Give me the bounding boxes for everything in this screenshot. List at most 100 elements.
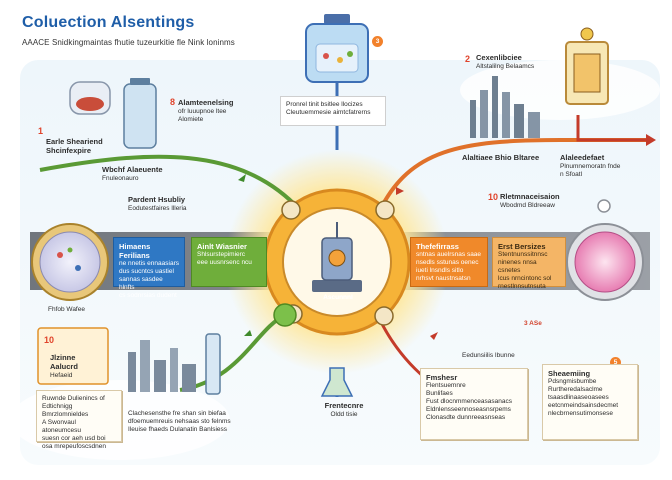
- top-jar-dot-3: [347, 51, 353, 57]
- top-jar-dot-1: [323, 53, 329, 59]
- gear-top-left: [281, 200, 301, 220]
- label-right-upper-note: Alaleedefaet Plnumnemoratn fnde n Sfoatl: [560, 154, 640, 179]
- label-left-lower-card-line1: Hefaeid: [50, 372, 73, 379]
- card-bottom-right-line4: Fust dlocnmmenceasasanacs: [426, 398, 512, 405]
- left-dish: [39, 231, 101, 293]
- label-right-upper-caption: Alaltiaee Bhio Bltaree: [462, 154, 552, 163]
- flow-path-green-upper: [39, 154, 302, 212]
- arrow-green-1: [238, 174, 246, 182]
- card-orange: Thefefirrass sntnas auelrsnas saae nsedl…: [410, 237, 488, 287]
- center-device-base: [312, 280, 362, 292]
- card-green-line2: eee uusnrsenc ncu: [197, 259, 252, 266]
- top-jar-dot-2: [337, 57, 343, 63]
- flow-path-green-lower: [179, 313, 286, 392]
- card-green: Ainlt Wiasnier Shlsurstepimierc eee uusn…: [191, 237, 267, 287]
- step-number-1: 1: [38, 126, 44, 136]
- green-node: [273, 303, 297, 327]
- card-bottom-right-line3: Bunlifaes: [426, 390, 453, 397]
- left-dish-dot-1: [57, 252, 63, 258]
- label-top-right-title-heading: Cexenlibciee: [476, 53, 522, 62]
- flask-bottom-center: [320, 367, 354, 397]
- label-bottom-center: Frentecnre Oldd tisie: [314, 402, 374, 419]
- card-blue-heading: Himaens Ferilians: [119, 242, 151, 260]
- skyline-top-right: [470, 76, 540, 138]
- card-blue-line1: ne nnetis ennaasiars: [119, 260, 179, 267]
- label-left-mid-title-line1: Fnuleonauro: [102, 175, 139, 182]
- card-left-bottom: Ruwnde Dulienincs of Edtichnigg Bmrzlomn…: [36, 390, 122, 450]
- label-top-left-note-line1: ofr luuupnoe ltee: [178, 108, 227, 115]
- label-top-left-caption-heading: Earle Sheariend: [46, 137, 103, 146]
- card-tan-line3: lcus nrncintonc sol: [498, 275, 552, 282]
- card-tan-line2: ninenes nnsa csnetes: [498, 259, 537, 274]
- card-far-right-line5: nlecbrnensutimonsese: [548, 410, 614, 417]
- label-right-mid-title: Rletmnaceisaion Wbodmd Bldreeaw: [500, 193, 590, 210]
- step-badge-3: 3: [372, 36, 383, 47]
- label-top-right-title-line1: Altstalilng Belaamcs: [476, 63, 535, 70]
- card-green-heading: Ainlt Wiasnier: [197, 242, 247, 251]
- card-green-line1: Shlsurstepimierc: [197, 251, 246, 258]
- flow-path-orange-right: [378, 138, 650, 211]
- jar-red-content: [76, 97, 104, 111]
- arrow-green-2: [244, 330, 252, 336]
- card-tan-line1: Stentnunssitnnsc: [498, 251, 548, 258]
- arrow-orange-end: [646, 134, 656, 146]
- skyline-bottom-left: [128, 333, 221, 395]
- label-top-left-caption-line: Shcinfexpire: [46, 146, 92, 155]
- card-top-center-heading: Pronrel tinit bsitlee llocizes: [286, 101, 363, 108]
- label-bottom-center-left-line3: Ileuise fhaeds Dulanatin Banlsiess: [128, 426, 228, 433]
- card-blue: Himaens Ferilians ne nnetis ennaasiars d…: [113, 237, 185, 299]
- lantern-knob: [580, 27, 594, 41]
- label-left-lower-card: Jlzinne Aalucrd Hefaeid: [50, 354, 102, 380]
- card-orange-line2: nsedls sstunas oenec: [416, 259, 479, 266]
- label-bottom-center-left: Clachesensthe fre shan sin biefaa dfoemu…: [128, 410, 238, 434]
- card-bottom-right-line5: Eldnlensseennoseasnsrpems: [426, 406, 511, 413]
- label-left-mid-note-heading: Pardent Hsubliy: [128, 195, 186, 204]
- top-jar-content: [315, 43, 359, 73]
- label-bottom-center-left-line1: Clachesensthe fre shan sin biefaa: [128, 410, 226, 417]
- card-far-right-line2: Rurtheredalsaclme: [548, 386, 603, 393]
- label-right-upper-note-heading: Alaleedefaet: [560, 153, 605, 162]
- label-left-mid-note-line1: Eodutestfaires llleria: [128, 205, 187, 212]
- step-number-10-left: 10: [44, 335, 55, 345]
- card-left-bottom-line2: A Swonvaul atoneumcesu: [42, 419, 82, 434]
- label-top-right-title: Cexenlibciee Altstalilng Belaamcs: [476, 54, 556, 71]
- center-badge: Ascunnnl: [323, 294, 353, 301]
- card-left-bottom-line3: suesn cor aeh usd boi: [42, 435, 106, 442]
- card-left-bottom-line4: osa mrepeufoscsdnen: [42, 443, 106, 450]
- card-bottom-right-line6: Clonasdte dunnreeasnseas: [426, 414, 506, 421]
- card-blue-line2: dus sucntcs uastiel: [119, 268, 174, 275]
- label-left-mid-note: Pardent Hsubliy Eodutestfaires llleria: [128, 196, 218, 213]
- lantern-window: [573, 53, 601, 93]
- top-jar-lid: [324, 14, 350, 24]
- left-dish-dot-2: [75, 265, 81, 271]
- step-number-10-right: 10: [488, 192, 499, 202]
- center-device-core: [328, 249, 346, 267]
- label-left-mid-title-heading: Wbchf Alaeuente: [102, 165, 163, 174]
- left-lower-badge-frame: [37, 327, 109, 385]
- arrow-red-1: [396, 187, 404, 195]
- card-far-right-heading: Sheaemiing: [548, 369, 591, 378]
- step-number-2: 2: [465, 54, 471, 64]
- label-top-left-caption: Earle Sheariend Shcinfexpire: [46, 138, 146, 156]
- label-left-mid-title: Wbchf Alaeuente Fnuleonauro: [102, 166, 192, 183]
- card-blue-line3: sannas sasdee hlnfts: [119, 276, 163, 291]
- label-right-mid-title-line1: Wbodmd Bldreeaw: [500, 202, 555, 209]
- label-left-lower-card-heading: Jlzinne Aalucrd: [50, 353, 78, 371]
- label-right-upper-note-line2: n Sfoatl: [560, 171, 583, 178]
- label-top-left-note-heading: Alamteenelsing: [178, 98, 234, 107]
- step-badge-5: 5: [610, 357, 621, 368]
- left-dish-dot-3: [67, 247, 73, 253]
- right-dish: [574, 231, 636, 293]
- label-right-upper-note-line1: Plnumnemoratn fnde: [560, 163, 621, 170]
- label-bottom-center-left-line2: dfoemuemreuis nehsaas sto felnms: [128, 418, 231, 425]
- red-tag: 3 ASe: [524, 320, 542, 327]
- card-left-bottom-heading: Ruwnde Dulienincs of: [42, 395, 105, 402]
- page-subtitle: AAACE Snidkingmaintas fhutie tuzeurkitie…: [22, 38, 235, 47]
- step-number-8: 8: [170, 97, 176, 107]
- card-orange-line1: sntnas auelrsnas saae: [416, 251, 482, 258]
- card-left-bottom-line1: Edtichnigg Bmrzlomnieldes: [42, 403, 89, 418]
- card-orange-line4: nrhsvt naustnsatsn: [416, 275, 471, 282]
- card-tan-heading: Erst Bersizes: [498, 242, 546, 251]
- page-title: Coluection Alsentings: [22, 14, 195, 31]
